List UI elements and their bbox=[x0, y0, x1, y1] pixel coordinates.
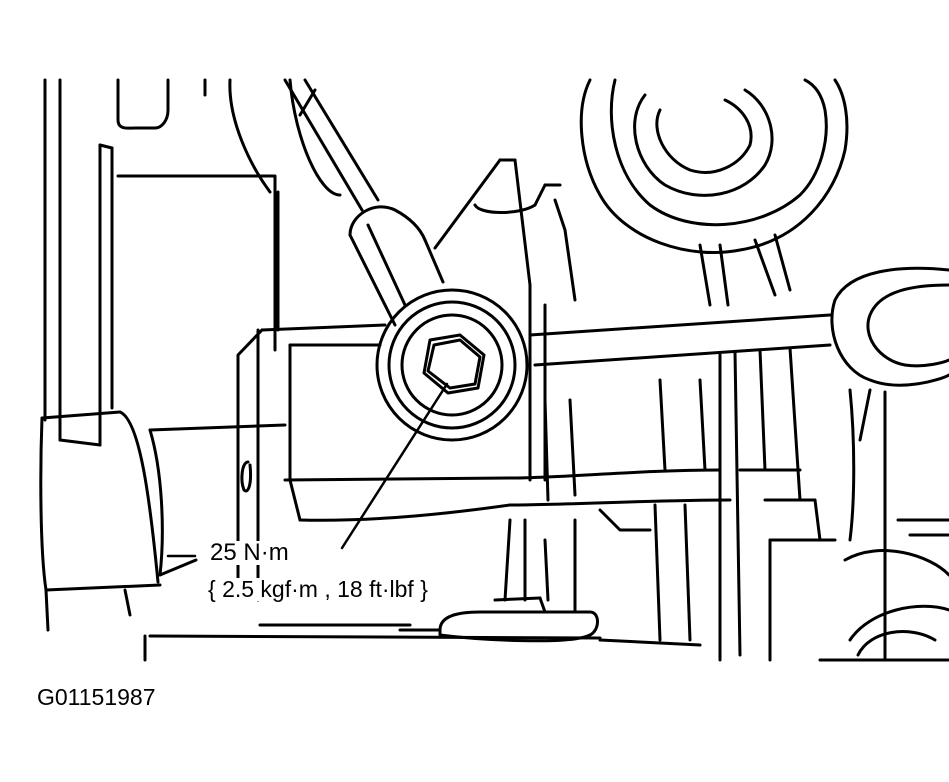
torque-spec-nm: 25 N·m bbox=[208, 539, 291, 566]
lower-frame bbox=[718, 346, 949, 662]
cable bbox=[283, 78, 445, 327]
leader-lines bbox=[166, 382, 449, 558]
figure-id-label: G01151987 bbox=[37, 684, 156, 710]
left-tube bbox=[39, 410, 287, 632]
left-post bbox=[43, 78, 114, 447]
diagonal-arm bbox=[433, 158, 577, 482]
torque-spec-alt-units: { 2.5 kgf·m , 18 ft·lbf } bbox=[206, 576, 430, 602]
right-ring bbox=[830, 266, 949, 662]
bottom-foot bbox=[143, 596, 702, 662]
bracket-plate bbox=[236, 313, 832, 602]
round-housing bbox=[579, 78, 849, 307]
lower-ribs bbox=[503, 378, 707, 642]
upper-housing bbox=[116, 78, 342, 352]
bolt-assembly bbox=[375, 288, 529, 442]
